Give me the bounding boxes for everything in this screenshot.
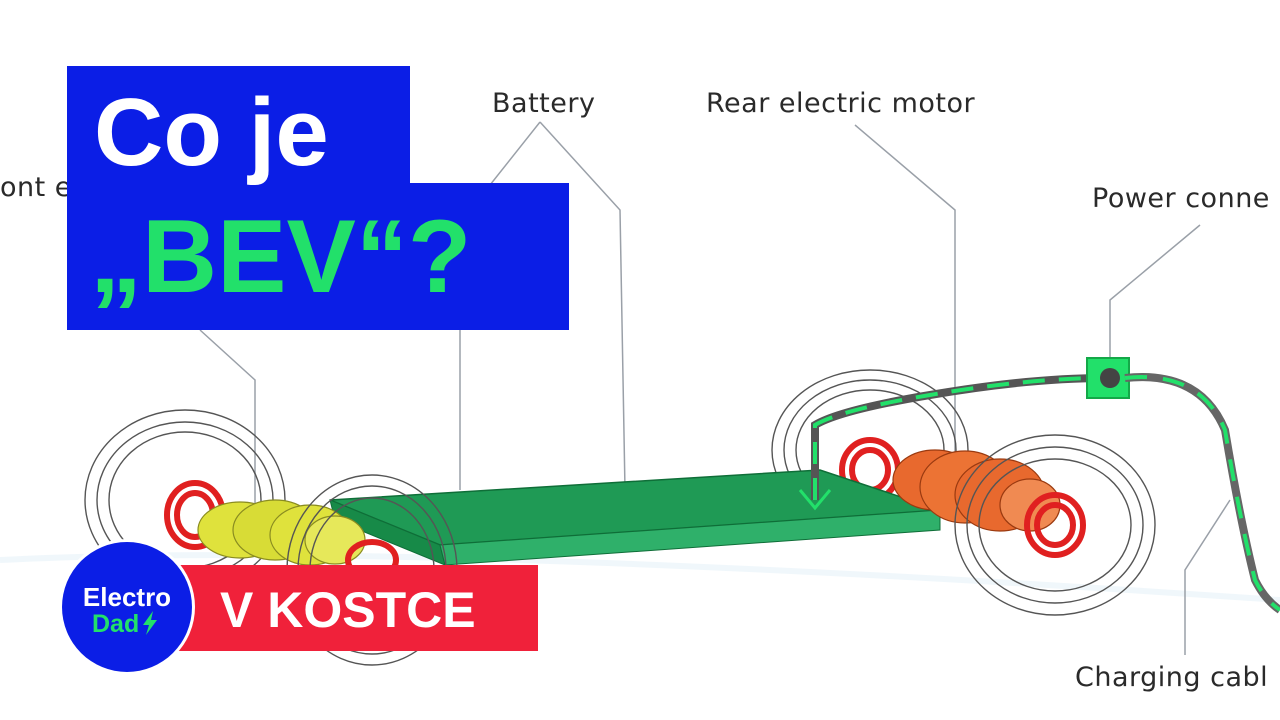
leader-rear-motor [855, 125, 955, 470]
label-charging-cable: Charging cabl [1075, 662, 1268, 693]
logo-line-2: Dad [92, 610, 159, 639]
leader-front-motor [200, 330, 255, 505]
label-power-connector: Power conne [1092, 183, 1270, 214]
series-banner-text: V KOSTCE [220, 581, 476, 639]
electrodad-logo: Electro Dad [62, 542, 192, 672]
battery-pack [330, 470, 940, 565]
rear-right-hub [1027, 495, 1083, 555]
title-line-2: „BEV“? [90, 198, 471, 317]
lightning-icon [141, 611, 159, 635]
label-rear-motor: Rear electric motor [706, 88, 975, 119]
leader-power-connector [1110, 225, 1200, 360]
power-connector [1087, 358, 1129, 398]
logo-line-1: Electro [62, 582, 192, 613]
leader-charging-cable [1185, 500, 1230, 655]
label-battery: Battery [492, 88, 595, 119]
series-banner: V KOSTCE [178, 565, 538, 651]
title-line-1: Co je [94, 78, 329, 188]
logo-line-2-text: Dad [92, 610, 139, 638]
label-front-motor: ont e [0, 172, 72, 203]
